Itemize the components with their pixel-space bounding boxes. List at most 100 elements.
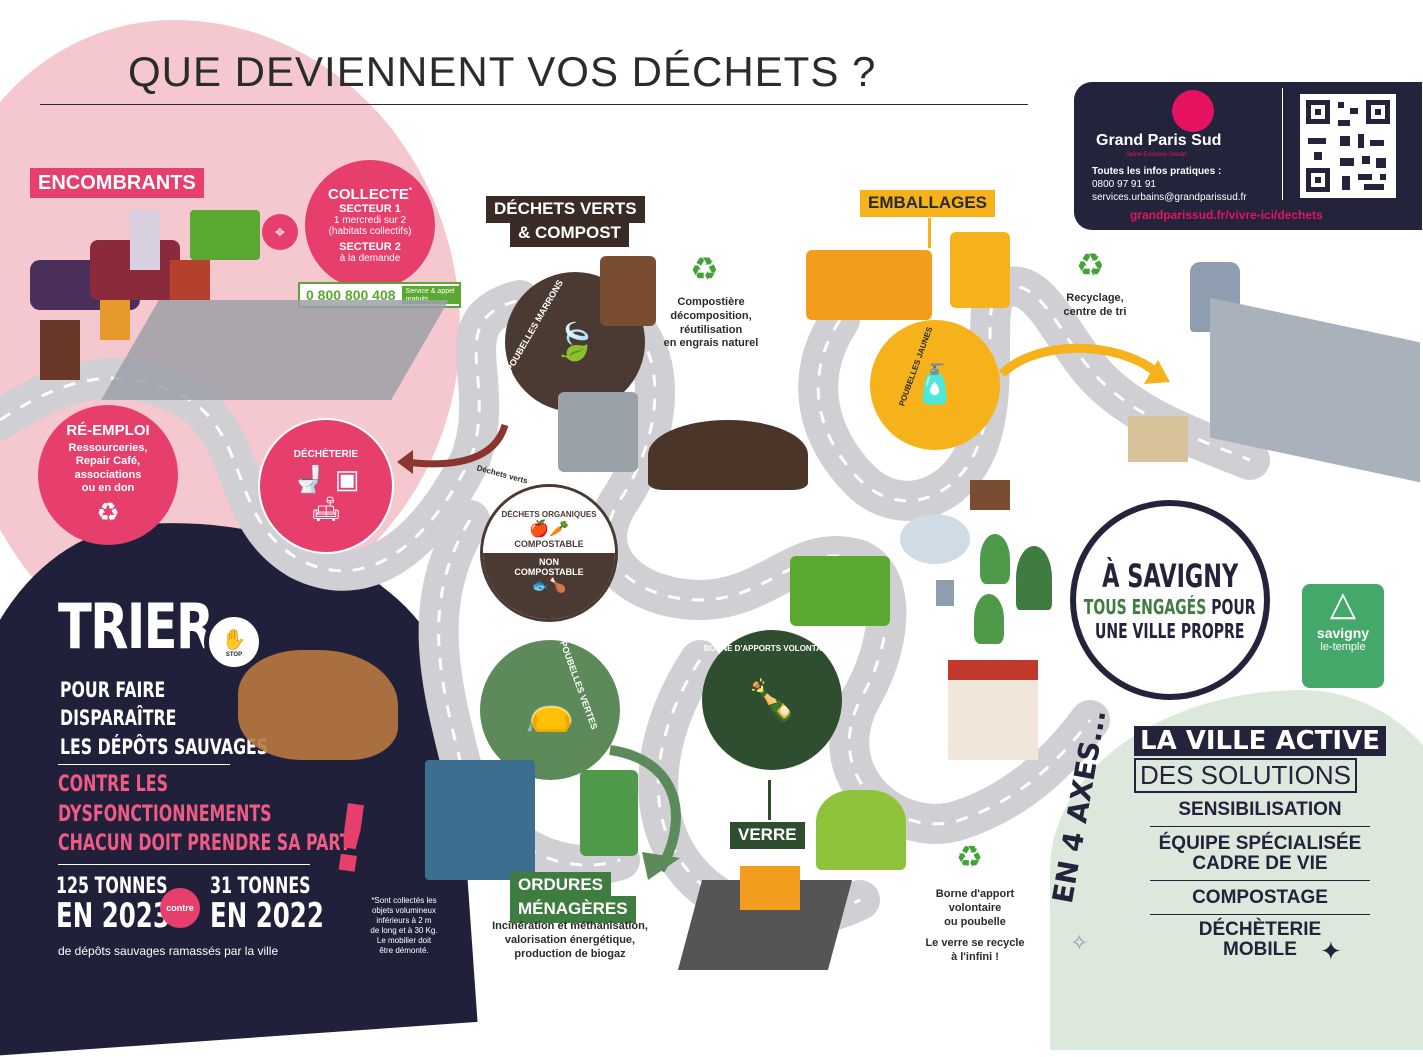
- leaves-icon: 🍃: [552, 321, 598, 362]
- tree-icon: [974, 594, 1004, 644]
- page-title: QUE DEVIENNENT VOS DÉCHETS ?: [128, 48, 877, 95]
- ordures-arrow-icon: [609, 745, 681, 880]
- trash-bags-icon: 👝: [525, 688, 575, 733]
- yellow-bin-icon: [950, 232, 1010, 308]
- brown-bin-icon: [600, 256, 656, 326]
- trier-heading: TRIER: [58, 590, 214, 663]
- house-illustration: [948, 660, 1038, 760]
- decheterie-arrow-icon: [397, 423, 509, 474]
- fountain-illustration: [900, 514, 970, 564]
- toilet-icon: 🚽: [292, 463, 325, 494]
- compost-note: Compostière décomposition, réutilisation…: [663, 296, 759, 350]
- savigny-line2b: POUR: [1211, 595, 1256, 619]
- secteur1-text-1: 1 mercredi sur 2: [333, 215, 407, 226]
- ordures-tag: ORDURES: [510, 872, 612, 899]
- ville-active-heading: LA VILLE ACTIVE: [1134, 726, 1386, 756]
- apple-carrot-icon: 🍎🥕: [529, 521, 569, 538]
- sofa-icon: 🛋: [310, 495, 342, 523]
- stop-hand-icon: ✋ STOP: [204, 612, 264, 672]
- axis-separator: [1150, 880, 1370, 881]
- grand-paris-sud-logo-icon: [1172, 90, 1214, 132]
- info-phone[interactable]: 0800 97 91 91: [1092, 179, 1156, 190]
- collection-truck-icon: [190, 210, 260, 260]
- glass-hopper-illustration: [740, 866, 800, 910]
- savigny-line2a: TOUS ENGAGÉS: [1084, 595, 1207, 619]
- axis-separator: [1150, 826, 1370, 827]
- secteur2-title: SECTEUR 2: [339, 241, 401, 253]
- info-divider: [1282, 88, 1283, 200]
- reemploi-line: associations: [74, 468, 142, 481]
- reemploi-line: ou en don: [81, 481, 135, 494]
- reemploi-circle: RÉ-EMPLOI Ressourceries, Repair Café, as…: [38, 405, 178, 545]
- reemploi-line: Ressourceries,: [68, 442, 148, 455]
- borne-apports-circle: BORNE D'APPORTS VOLONTAIRES 🍾: [702, 630, 842, 770]
- tonnes-2023: 125 TONNES EN 2023: [56, 874, 170, 936]
- yellow-truck-icon: [806, 250, 932, 320]
- savigny-logo: △ savigny le-temple: [1302, 584, 1384, 688]
- axis-item-sensibilisation: SENSIBILISATION: [1178, 799, 1342, 820]
- stop-label: STOP: [225, 651, 243, 658]
- emballages-arrow-icon: [998, 343, 1170, 384]
- trier-pink-lines: CONTRE LES DYSFONCTIONNEMENTS CHACUN DOI…: [58, 772, 351, 857]
- trier-separator: [58, 764, 230, 765]
- fish-bone-icon: 🐟🍗: [531, 577, 567, 593]
- qr-code-icon[interactable]: [1300, 94, 1396, 198]
- location-pin-icon: ⌖: [262, 214, 298, 250]
- ordures-note: Incinération et méthanisation, valorisat…: [492, 920, 648, 960]
- trier-lines: POUR FAIRE DISPARAÎTRE LES DÉPÔTS SAUVAG…: [60, 678, 269, 759]
- sparkle-icon: ✧: [1070, 930, 1089, 955]
- dechets-verts-tag: DÉCHETS VERTS: [486, 196, 645, 223]
- glass-bottle-icon: 🍾: [747, 678, 797, 723]
- collecte-title: COLLECTE: [328, 186, 409, 203]
- emballages-connector: [928, 218, 931, 248]
- poubelles-vertes-circle: POUBELLES VERTES 👝: [480, 639, 620, 780]
- info-url[interactable]: grandparissud.fr/vivre-ici/dechets: [1130, 208, 1323, 222]
- recycle-icon: ♻: [1076, 247, 1105, 283]
- reemploi-title: RÉ-EMPLOI: [66, 422, 150, 440]
- info-panel: Grand Paris Sud Seine-Essonne-Sénart Tou…: [1074, 82, 1422, 230]
- decheterie-site-illustration: [101, 300, 449, 400]
- decheterie-label: DÉCHÈTERIE: [293, 448, 359, 460]
- compost-tag: & COMPOST: [510, 220, 629, 247]
- title-underline: [40, 104, 1028, 105]
- collecte-asterisk: *: [408, 186, 412, 195]
- compost-bin-icon: [558, 392, 638, 472]
- verre-tag: VERRE: [730, 822, 805, 849]
- furniture-pile-illustration: [30, 200, 210, 390]
- free-phone-note: Service & appelgratuits: [401, 286, 459, 304]
- recycle-icon: ♻: [96, 496, 120, 527]
- verre-connector: [768, 780, 771, 820]
- compost-heap-illustration: [648, 420, 808, 490]
- menageres-tag: MÉNAGÈRES: [510, 896, 636, 923]
- trier-caption: de dépôts sauvages ramassés par la ville: [58, 944, 279, 958]
- brand-subtitle: Seine-Essonne-Sénart: [1126, 152, 1187, 158]
- contre-badge: contre: [160, 888, 200, 928]
- borne-apports-label: BORNE D'APPORTS VOLONTAIRES: [703, 644, 841, 653]
- green-bin-icon: [580, 770, 638, 856]
- secteur1-title: SECTEUR 1: [339, 203, 401, 215]
- savigny-circle: À SAVIGNY TOUS ENGAGÉS POUR UNE VILLE PR…: [1070, 500, 1270, 700]
- compostable-label: COMPOSTABLE: [514, 539, 584, 549]
- dechets-organiques-circle: DÉCHETS ORGANIQUES 🍎🥕 COMPOSTABLE NON CO…: [480, 484, 618, 622]
- brand-name: Grand Paris Sud: [1096, 132, 1222, 149]
- emballages-note: Recyclage, centre de tri: [1063, 292, 1127, 318]
- green-truck-icon: [790, 556, 890, 626]
- info-email[interactable]: services.urbains@grandparissud.fr: [1092, 192, 1247, 203]
- pine-tree-icon: [1016, 546, 1052, 610]
- tonnes-2022: 31 TONNES EN 2022: [210, 874, 324, 936]
- encombrants-tag: ENCOMBRANTS: [30, 168, 204, 198]
- verre-note: Borne d'apport volontaire ou poubelle Le…: [925, 888, 1025, 963]
- recycle-icon: ♻: [690, 251, 719, 287]
- recycle-icon: ♻: [956, 841, 983, 874]
- glass-container-illustration: [816, 790, 906, 870]
- trier-separator: [58, 864, 310, 865]
- decheterie-circle: DÉCHÈTERIE 🚽 ▣ 🛋: [258, 418, 394, 554]
- savigny-logo-icon: △: [1329, 585, 1357, 623]
- road-right-dash: [816, 285, 1251, 503]
- axis-item-compostage: COMPOSTAGE: [1192, 887, 1328, 908]
- savigny-line3: UNE VILLE PROPRE: [1095, 619, 1245, 643]
- savigny-line1: À SAVIGNY: [1101, 557, 1239, 595]
- incineration-plant-illustration: [425, 760, 535, 880]
- illegal-dump-illustration: [238, 650, 398, 760]
